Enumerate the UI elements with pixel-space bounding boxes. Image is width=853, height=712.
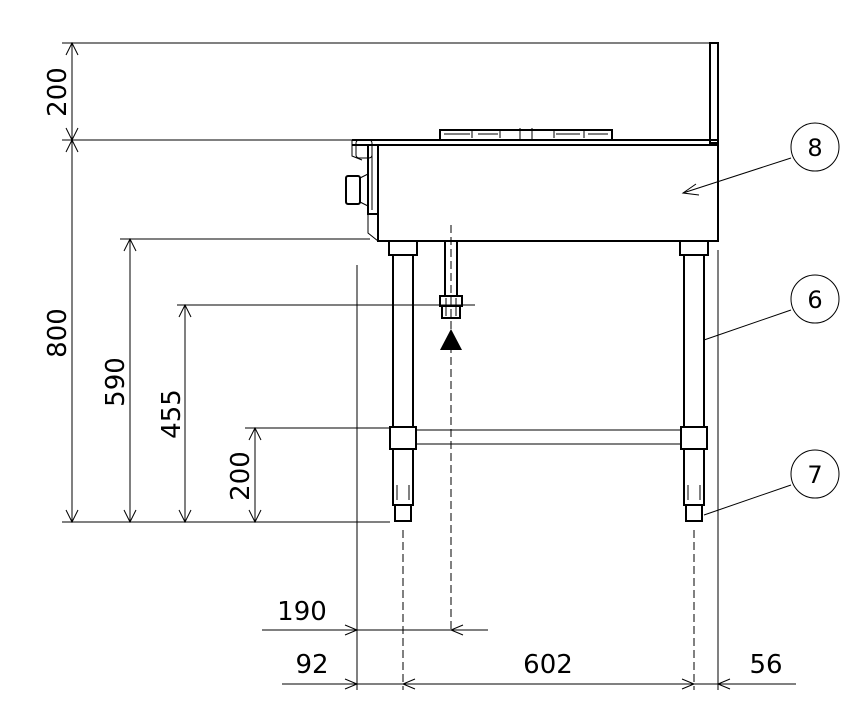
- dim-leg-offset-left: 92: [295, 650, 328, 680]
- dim-leg-offset-right: 56: [749, 650, 782, 680]
- unit-body: [345, 42, 719, 242]
- horizontal-dimensions: [262, 624, 796, 690]
- dim-undershelf-height: 200: [226, 451, 256, 501]
- body-box: [377, 144, 719, 242]
- leg-bracket-left: [388, 240, 418, 256]
- backsplash: [709, 42, 719, 144]
- callout-label-7: 7: [807, 461, 822, 489]
- legs: [388, 240, 709, 522]
- callout-top-body: 8: [681, 122, 840, 196]
- shelf-bracket-left: [389, 426, 417, 450]
- knob-icon: [345, 175, 361, 205]
- dim-leg-span: 602: [523, 650, 573, 680]
- callout-label-8: 8: [807, 134, 822, 162]
- undershelf-rail: [416, 429, 681, 445]
- shelf-bracket-right: [680, 426, 708, 450]
- arrow-up-icon: [440, 329, 462, 350]
- extension-lines: [62, 42, 719, 690]
- dim-backsplash-height: 200: [43, 67, 73, 117]
- leg-left: [392, 254, 414, 428]
- dim-total-height: 800: [43, 308, 73, 358]
- callout-adjuster: 7: [703, 449, 840, 516]
- burner-grate: [439, 128, 613, 140]
- dim-gas-inlet-height: 455: [157, 389, 187, 439]
- dim-gas-inlet-offset: 190: [277, 597, 327, 627]
- adjuster-left: [394, 504, 412, 522]
- gas-inlet: [439, 225, 463, 632]
- leg-bracket-right: [679, 240, 709, 256]
- leg-right: [683, 254, 705, 428]
- adjuster-right: [685, 504, 703, 522]
- dim-bottom-height: 590: [101, 357, 131, 407]
- callout-label-6: 6: [807, 286, 822, 314]
- callout-leg: 6: [703, 274, 840, 341]
- vertical-dimensions: [65, 41, 262, 524]
